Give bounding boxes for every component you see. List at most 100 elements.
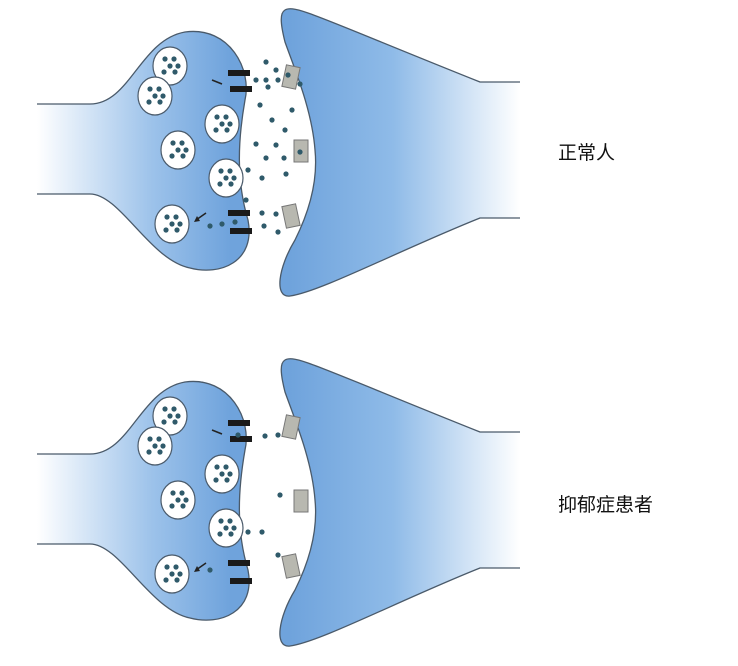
neurotransmitter <box>223 525 229 531</box>
neurotransmitter <box>263 59 269 65</box>
neurotransmitter <box>163 227 169 233</box>
neurotransmitter <box>163 577 169 583</box>
neurotransmitter <box>227 168 233 174</box>
neurotransmitter <box>157 99 163 105</box>
reuptake-arrow <box>211 429 223 435</box>
neurotransmitter <box>273 142 279 148</box>
receptor <box>281 414 301 440</box>
neurotransmitter <box>175 413 181 419</box>
synapse-depressed <box>37 358 520 647</box>
reuptake-transporter <box>228 210 250 216</box>
neurotransmitter <box>219 121 225 127</box>
neurotransmitter <box>217 531 223 537</box>
neurotransmitter <box>228 531 234 537</box>
reuptake-transporter <box>228 560 250 566</box>
neurotransmitter <box>273 67 279 73</box>
neurotransmitter <box>214 114 220 120</box>
receptor <box>293 489 309 513</box>
reuptake-transporter <box>230 578 252 584</box>
postsynaptic-neuron <box>279 8 520 297</box>
neurotransmitter <box>257 102 263 108</box>
neurotransmitter <box>231 175 237 181</box>
neurotransmitter <box>228 181 234 187</box>
neurotransmitter <box>170 490 176 496</box>
neurotransmitter <box>146 449 152 455</box>
neurotransmitter <box>170 140 176 146</box>
neurotransmitter <box>162 56 168 62</box>
neurotransmitter <box>173 214 179 220</box>
neurotransmitter <box>223 464 229 470</box>
neurotransmitter <box>175 147 181 153</box>
presynaptic-terminal <box>37 31 250 271</box>
neurotransmitter <box>265 84 271 90</box>
neurotransmitter <box>147 436 153 442</box>
neurotransmitter <box>169 221 175 227</box>
neurotransmitter <box>175 497 181 503</box>
neurotransmitter <box>259 210 265 216</box>
neurotransmitter <box>172 69 178 75</box>
neurotransmitter <box>152 443 158 449</box>
neurotransmitter <box>169 503 175 509</box>
neurotransmitter <box>289 107 295 113</box>
reuptake-transporter <box>230 436 252 442</box>
neurotransmitter <box>297 81 303 87</box>
neurotransmitter <box>218 168 224 174</box>
neurotransmitter <box>219 471 225 477</box>
neurotransmitter <box>253 141 259 147</box>
presynaptic-outline <box>37 30 250 271</box>
neurotransmitter <box>223 114 229 120</box>
neurotransmitter <box>269 117 275 123</box>
neurotransmitter <box>179 140 185 146</box>
presynaptic-outline <box>37 380 250 621</box>
neurotransmitter <box>161 69 167 75</box>
neurotransmitter <box>275 552 281 558</box>
neurotransmitter <box>224 127 230 133</box>
neurotransmitter <box>263 155 269 161</box>
neurotransmitter <box>285 72 291 78</box>
neurotransmitter <box>231 525 237 531</box>
neurotransmitter <box>156 86 162 92</box>
reuptake-transporter <box>230 228 252 234</box>
neurotransmitter <box>164 564 170 570</box>
neurotransmitter <box>259 175 265 181</box>
neurotransmitter <box>235 432 241 438</box>
label-normal: 正常人 <box>558 142 616 164</box>
neurotransmitter <box>172 419 178 425</box>
neurotransmitter <box>164 214 170 220</box>
neurotransmitter <box>147 86 153 92</box>
neurotransmitter <box>232 219 238 225</box>
reuptake-arrow <box>211 79 223 85</box>
neurotransmitter <box>224 477 230 483</box>
neurotransmitter <box>218 518 224 524</box>
arrow-head <box>194 216 200 222</box>
neurotransmitter <box>227 471 233 477</box>
neurotransmitter <box>281 155 287 161</box>
neurotransmitter <box>167 413 173 419</box>
neurotransmitter <box>161 419 167 425</box>
receptor <box>281 64 301 90</box>
neurotransmitter <box>259 529 265 535</box>
neurotransmitter <box>253 77 259 83</box>
neurotransmitter <box>180 503 186 509</box>
neurotransmitter <box>160 93 166 99</box>
reuptake-transporter <box>230 86 252 92</box>
neurotransmitter <box>243 197 249 203</box>
neurotransmitter <box>171 56 177 62</box>
synapse-normal <box>37 8 520 297</box>
neurotransmitter <box>282 127 288 133</box>
neurotransmitter <box>175 63 181 69</box>
receptor <box>281 553 301 579</box>
neurotransmitter <box>273 211 279 217</box>
neurotransmitter <box>183 147 189 153</box>
neurotransmitter <box>214 464 220 470</box>
neurotransmitter <box>156 436 162 442</box>
neurotransmitter <box>169 571 175 577</box>
neurotransmitter <box>277 492 283 498</box>
neurotransmitter <box>207 223 213 229</box>
presynaptic-terminal <box>37 381 250 621</box>
neurotransmitter <box>169 153 175 159</box>
neurotransmitter <box>174 227 180 233</box>
neurotransmitter <box>177 221 183 227</box>
